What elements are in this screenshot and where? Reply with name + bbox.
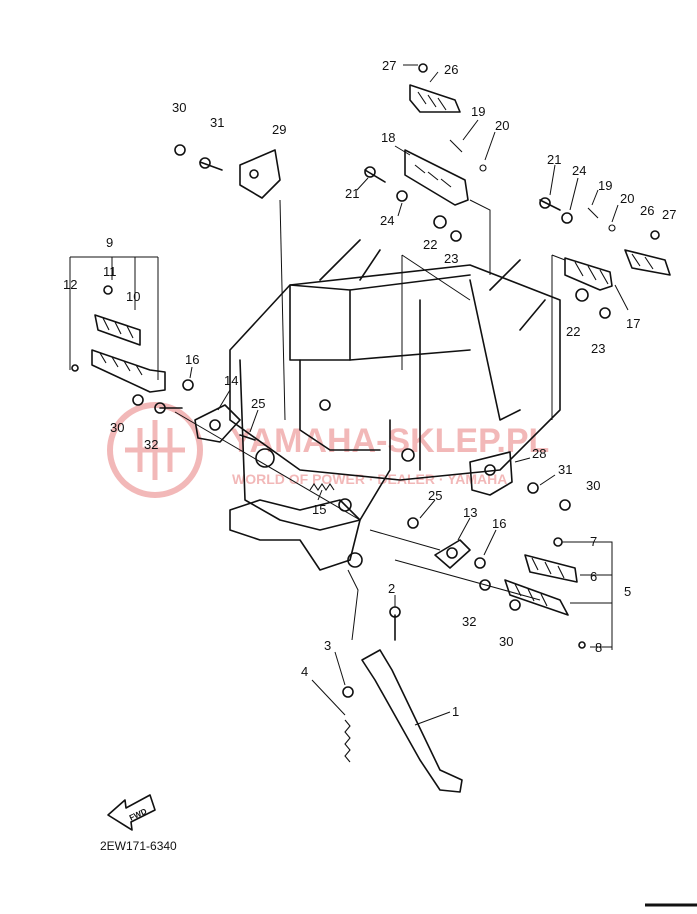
part-label: 8	[595, 640, 602, 655]
front-direction-indicator: FWD	[107, 794, 156, 831]
drawing-code: 2EW171-6340	[100, 839, 177, 853]
part-label: 17	[626, 316, 640, 331]
part-label: 23	[444, 251, 458, 266]
part-label: 7	[590, 534, 597, 549]
part-label: 29	[272, 122, 286, 137]
part-label: 6	[590, 569, 597, 584]
part-label: 9	[106, 235, 113, 250]
part-label: 19	[471, 104, 485, 119]
part-label: 3	[324, 638, 331, 653]
frame-drawing	[229, 239, 561, 571]
watermark-tuning-fork-icon	[125, 420, 185, 480]
part-label: 25	[251, 396, 265, 411]
part-label: 20	[495, 118, 509, 133]
part-label: 22	[566, 324, 580, 339]
part-labels: 27 26 19 20 18 21 24 22 23 30 31 29 21 2…	[63, 58, 676, 719]
part-label: 14	[224, 373, 238, 388]
leader-lines	[69, 64, 629, 726]
part-label: 22	[423, 237, 437, 252]
part-label: 30	[586, 478, 600, 493]
part-label: 16	[185, 352, 199, 367]
part-label: 2	[388, 581, 395, 596]
parts	[71, 63, 671, 793]
part-label: 21	[345, 186, 359, 201]
watermark-subtext: WORLD OF POWER · DEALER · YAMAHA	[232, 471, 507, 487]
part-label: 24	[572, 163, 586, 178]
part-label: 5	[624, 584, 631, 599]
part-label: 26	[640, 203, 654, 218]
part-label: 15	[312, 502, 326, 517]
front-arrow-label: FWD	[128, 807, 149, 823]
watermark-logo-icon	[107, 402, 203, 498]
part-label: 26	[444, 62, 458, 77]
part-label: 32	[462, 614, 476, 629]
part-label: 19	[598, 178, 612, 193]
part-label: 23	[591, 341, 605, 356]
part-label: 30	[172, 100, 186, 115]
part-label: 12	[63, 277, 77, 292]
part-label: 18	[381, 130, 395, 145]
part-label: 32	[144, 437, 158, 452]
part-label: 31	[558, 462, 572, 477]
part-label: 16	[492, 516, 506, 531]
forward-arrow-icon	[107, 794, 156, 831]
part-label: 4	[301, 664, 308, 679]
part-label: 10	[126, 289, 140, 304]
part-label: 30	[110, 420, 124, 435]
part-label: 1	[452, 704, 459, 719]
part-label: 21	[547, 152, 561, 167]
part-label: 31	[210, 115, 224, 130]
part-label: 13	[463, 505, 477, 520]
part-label: 11	[103, 264, 117, 279]
part-label: 27	[382, 58, 396, 73]
part-label: 20	[620, 191, 634, 206]
part-label: 25	[428, 488, 442, 503]
part-label: 24	[380, 213, 394, 228]
part-label: 28	[532, 446, 546, 461]
part-label: 30	[499, 634, 513, 649]
part-label: 27	[662, 207, 676, 222]
